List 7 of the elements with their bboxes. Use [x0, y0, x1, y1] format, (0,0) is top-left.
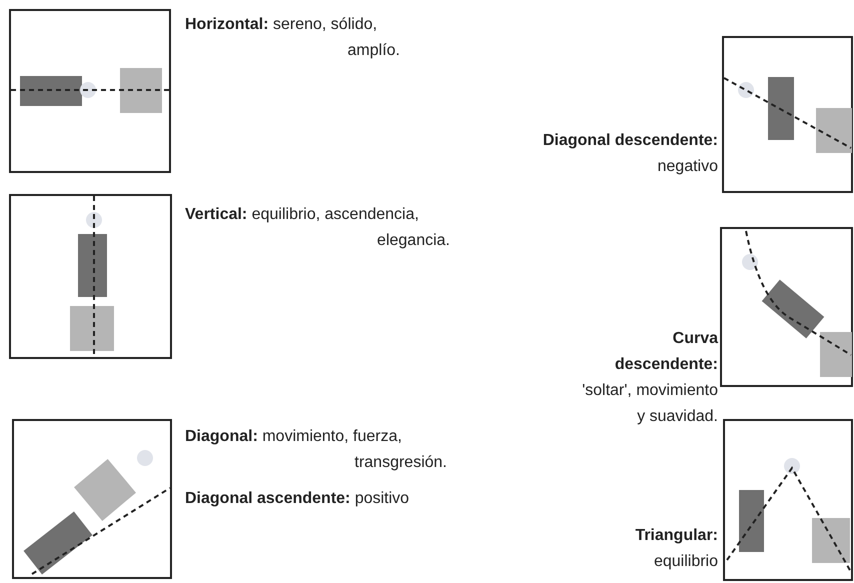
- caption-text: Curva descendente: 'soltar', movimiento y suavidad.: [581, 329, 718, 427]
- caption-text: Diagonal ascendente: positivo: [185, 489, 410, 509]
- caption-text: Diagonal descendente: negativo: [542, 131, 718, 177]
- caption-text: Triangular: equilibrio: [634, 526, 718, 572]
- caption-text: Diagonal: movimiento, fuerza, transgresión.: [185, 427, 447, 473]
- caption-text: Horizontal: sereno, sólido, amplío.: [185, 15, 400, 61]
- caption-text: Vertical: equilibrio, ascendencia, elegancia.: [185, 205, 450, 251]
